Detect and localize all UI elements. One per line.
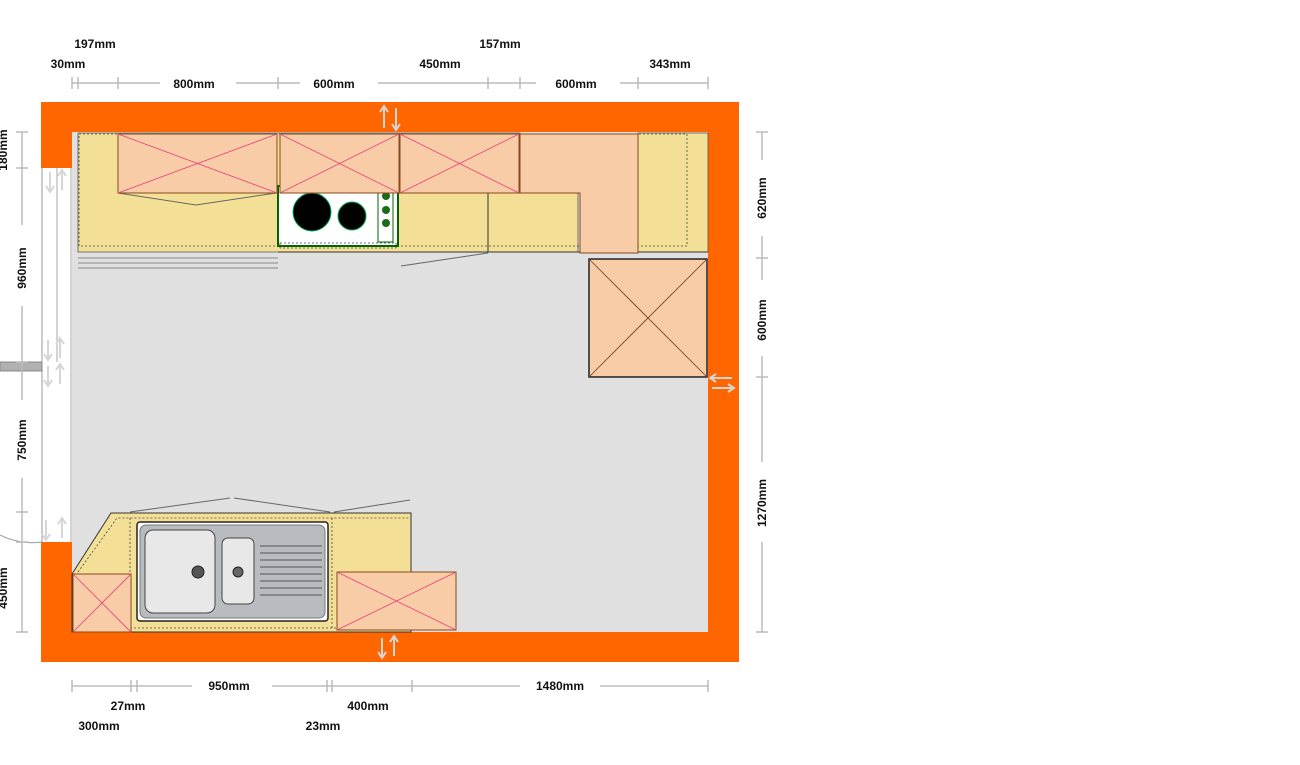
dimension-lines bbox=[16, 77, 768, 692]
hob-burner-large bbox=[292, 192, 332, 232]
wall-cabinet[interactable] bbox=[279, 133, 400, 194]
double-arrow-icon[interactable] bbox=[708, 373, 736, 393]
hob-icon[interactable] bbox=[277, 185, 399, 249]
top-wall-cabinets[interactable] bbox=[117, 133, 639, 254]
wall-cabinet[interactable] bbox=[72, 573, 132, 633]
dimension-labels-right: 620mm 600mm 1270mm bbox=[755, 177, 769, 527]
hob-knob[interactable] bbox=[382, 219, 390, 227]
move-handles[interactable] bbox=[41, 104, 736, 660]
cabinet-cross-line bbox=[399, 133, 520, 194]
door-swing-line bbox=[117, 192, 197, 206]
hob-knob[interactable] bbox=[382, 206, 390, 214]
dimension-label: 1270mm bbox=[755, 479, 769, 527]
dimension-label: 1480mm bbox=[536, 679, 584, 693]
tall-corner-cabinet[interactable] bbox=[519, 133, 639, 254]
dimension-label: 960mm bbox=[15, 247, 29, 288]
door-swing-line bbox=[129, 497, 231, 513]
dimension-labels-left: 180mm 960mm 750mm 450mm bbox=[0, 129, 29, 608]
dimension-label: 950mm bbox=[208, 679, 249, 693]
wall-cabinet[interactable] bbox=[117, 133, 278, 194]
double-arrow-icon[interactable] bbox=[377, 634, 399, 660]
sink-drain bbox=[191, 565, 205, 579]
cabinet-cross-line bbox=[588, 258, 708, 378]
dimension-label: 300mm bbox=[78, 719, 119, 733]
dimension-label: 30mm bbox=[51, 57, 86, 71]
hob-edge-dotted bbox=[279, 242, 397, 249]
dimension-label: 620mm bbox=[755, 177, 769, 218]
dimension-labels-bottom: 950mm 1480mm 27mm 400mm 300mm 23mm bbox=[78, 679, 584, 733]
bottom-wall-cabinets[interactable] bbox=[72, 571, 457, 633]
worktop-top-right[interactable] bbox=[637, 132, 709, 253]
door-swing-line bbox=[195, 192, 277, 206]
dimension-label: 343mm bbox=[649, 57, 690, 71]
dimension-label: 400mm bbox=[347, 699, 388, 713]
wall-cabinet[interactable] bbox=[336, 571, 457, 631]
dimension-label: 27mm bbox=[111, 699, 146, 713]
wall-cabinet[interactable] bbox=[399, 133, 520, 194]
sink-drainer bbox=[260, 545, 322, 596]
dimension-label: 750mm bbox=[15, 419, 29, 460]
worktop-edge-dotted bbox=[77, 517, 410, 573]
door-leaf[interactable] bbox=[0, 361, 43, 372]
dimension-label: 450mm bbox=[0, 567, 10, 608]
cabinet-cross-line bbox=[72, 573, 132, 633]
dimension-label: 600mm bbox=[313, 77, 354, 91]
cabinet-cross-line bbox=[117, 133, 278, 194]
double-sink-icon[interactable] bbox=[136, 521, 329, 622]
double-arrow-icon[interactable] bbox=[41, 516, 67, 542]
dimension-label: 197mm bbox=[74, 37, 115, 51]
door-swing-line bbox=[333, 499, 411, 513]
dimension-label: 157mm bbox=[479, 37, 520, 51]
dimension-label: 450mm bbox=[419, 57, 460, 71]
dimension-label: 23mm bbox=[306, 719, 341, 733]
dimension-label: 800mm bbox=[173, 77, 214, 91]
double-arrow-icon[interactable] bbox=[379, 104, 401, 132]
double-arrow-icon[interactable] bbox=[43, 336, 65, 362]
hob-knob[interactable] bbox=[382, 192, 390, 200]
dimension-label: 180mm bbox=[0, 129, 10, 170]
door-swing-line bbox=[400, 252, 489, 267]
door-swing-line bbox=[233, 497, 331, 513]
dimension-label: 600mm bbox=[555, 77, 596, 91]
tall-cabinet-right[interactable] bbox=[588, 258, 708, 378]
dimension-labels-top: 197mm 157mm 30mm 450mm 343mm 800mm 600mm… bbox=[51, 37, 691, 91]
sink-bowl-large bbox=[144, 529, 216, 614]
hob-burner-small bbox=[337, 201, 367, 231]
cabinet-cross-line bbox=[336, 571, 457, 631]
double-arrow-icon[interactable] bbox=[45, 168, 67, 194]
double-arrow-icon[interactable] bbox=[43, 362, 65, 388]
cabinet-cross-line bbox=[279, 133, 400, 194]
sink-drain bbox=[232, 566, 244, 578]
dimension-label: 600mm bbox=[755, 299, 769, 340]
